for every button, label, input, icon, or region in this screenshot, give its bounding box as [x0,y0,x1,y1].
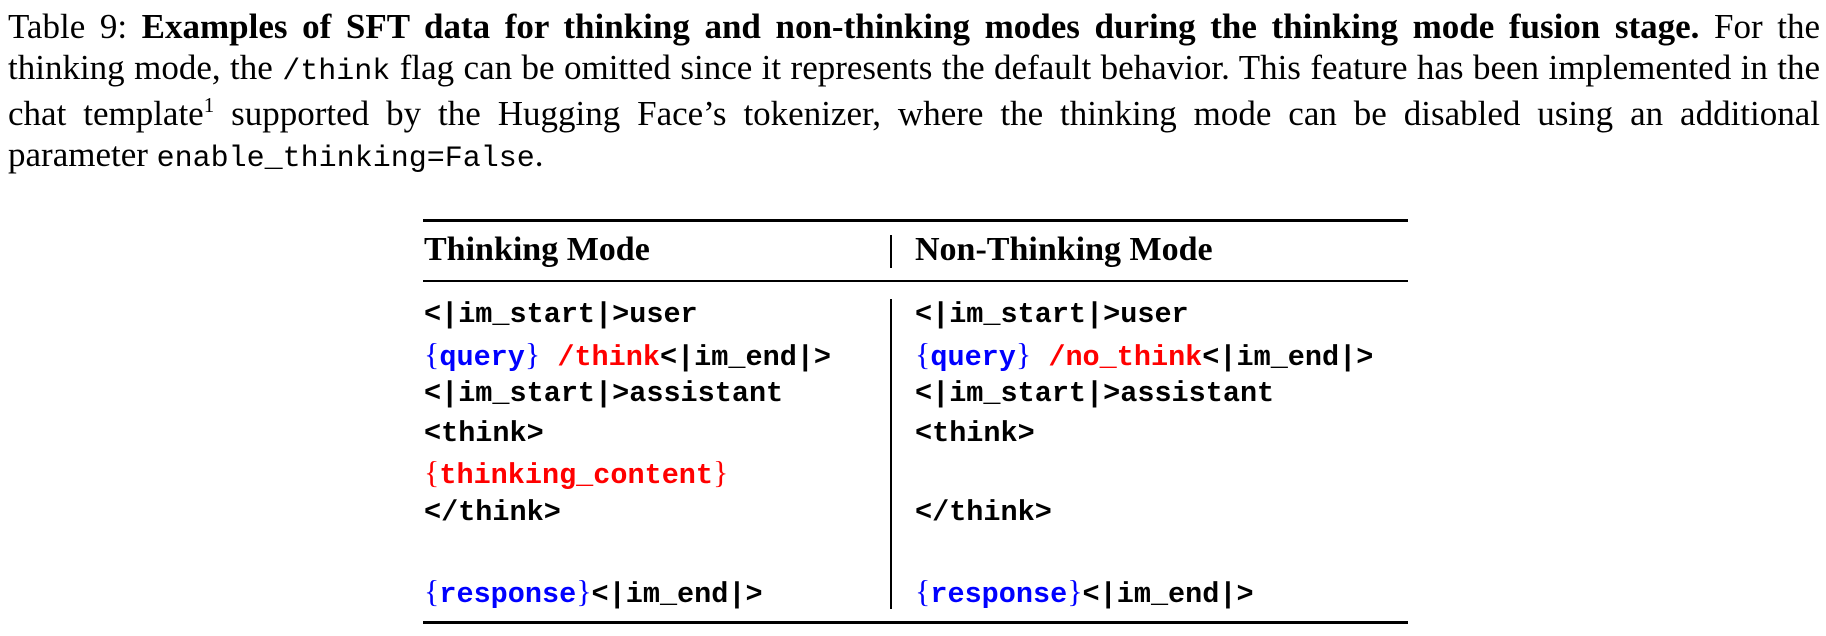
im-end-tag: <|im_end|> [1202,340,1374,374]
caption-end: . [534,135,544,174]
open-brace: { [424,454,440,490]
caption-text-3: supported by the Hugging Face’s tokenize… [8,94,1820,174]
think-open-tag: <think> [915,416,1035,450]
caption-text-1: For the thinking mode, the [8,7,1821,87]
caption-title: Examples of SFT data for thinking and no… [141,7,1700,46]
close-brace: } [713,454,729,490]
think-close-tag: </think> [424,495,561,529]
im-start-user: <|im_start|>user [915,298,1189,331]
header-column-divider [890,235,892,268]
code-line: </think> [915,493,1373,533]
code-line: <|im_start|>user [424,295,831,335]
close-brace: } [576,572,592,609]
im-start-assistant: <|im_start|>assistant [915,377,1275,410]
code-line: {thinking_content} [424,453,831,493]
im-end-tag: <|im_end|> [1082,577,1254,611]
caption-param: enable_thinking=False [156,142,535,176]
im-start-assistant: <|im_start|>assistant [424,377,784,410]
code-line: <|im_start|>user [915,295,1373,335]
body-column-divider [890,299,892,609]
close-brace: } [1067,572,1083,609]
table-caption: Table 9: Examples of SFT data for thinki… [8,6,1820,180]
table-top-rule [423,219,1408,222]
close-brace: } [524,335,541,372]
response-placeholder: response [439,577,577,611]
caption-text-2: flag can be omitted since it represents … [8,48,1821,133]
header-thinking-mode: Thinking Mode [424,231,650,268]
blank-line [424,532,831,572]
code-line: {response}<|im_end|> [915,572,1373,612]
code-line: {response}<|im_end|> [424,572,831,612]
im-end-tag: <|im_end|> [659,340,831,374]
code-line: {query} /no_think<|im_end|> [915,335,1373,375]
code-line: <|im_start|>assistant [915,374,1373,414]
response-placeholder: response [930,577,1068,611]
code-line: </think> [424,493,831,533]
no-think-flag: /no_think [1048,340,1203,374]
code-line: <|im_start|>assistant [424,374,831,414]
table-header-rule [423,280,1408,282]
open-brace: { [424,572,440,609]
header-non-thinking-mode: Non-Thinking Mode [915,231,1213,268]
think-open-tag: <think> [424,416,544,450]
sft-examples-table: Thinking Mode Non-Thinking Mode <|im_sta… [423,219,1408,624]
think-close-tag: </think> [915,495,1052,529]
caption-think-flag: /think [282,55,391,89]
open-brace: { [424,335,440,372]
query-placeholder: query [439,340,525,374]
thinking-content-placeholder: thinking_content [439,459,714,492]
blank-line [915,532,1373,572]
caption-label: Table 9: [8,7,128,46]
query-placeholder: query [930,340,1016,374]
open-brace: { [915,335,931,372]
think-flag: /think [557,340,660,374]
blank-line [915,453,1373,493]
im-start-user: <|im_start|>user [424,298,698,331]
code-line: <think> [915,414,1373,454]
close-brace: } [1015,335,1032,372]
table-bottom-rule [423,621,1408,624]
footnote-marker[interactable]: 1 [203,93,215,117]
im-end-tag: <|im_end|> [591,577,763,611]
code-line: {query} /think<|im_end|> [424,335,831,375]
open-brace: { [915,572,931,609]
code-line: <think> [424,414,831,454]
thinking-mode-example: <|im_start|>user {query} /think<|im_end|… [424,295,831,611]
non-thinking-mode-example: <|im_start|>user {query} /no_think<|im_e… [915,295,1373,611]
